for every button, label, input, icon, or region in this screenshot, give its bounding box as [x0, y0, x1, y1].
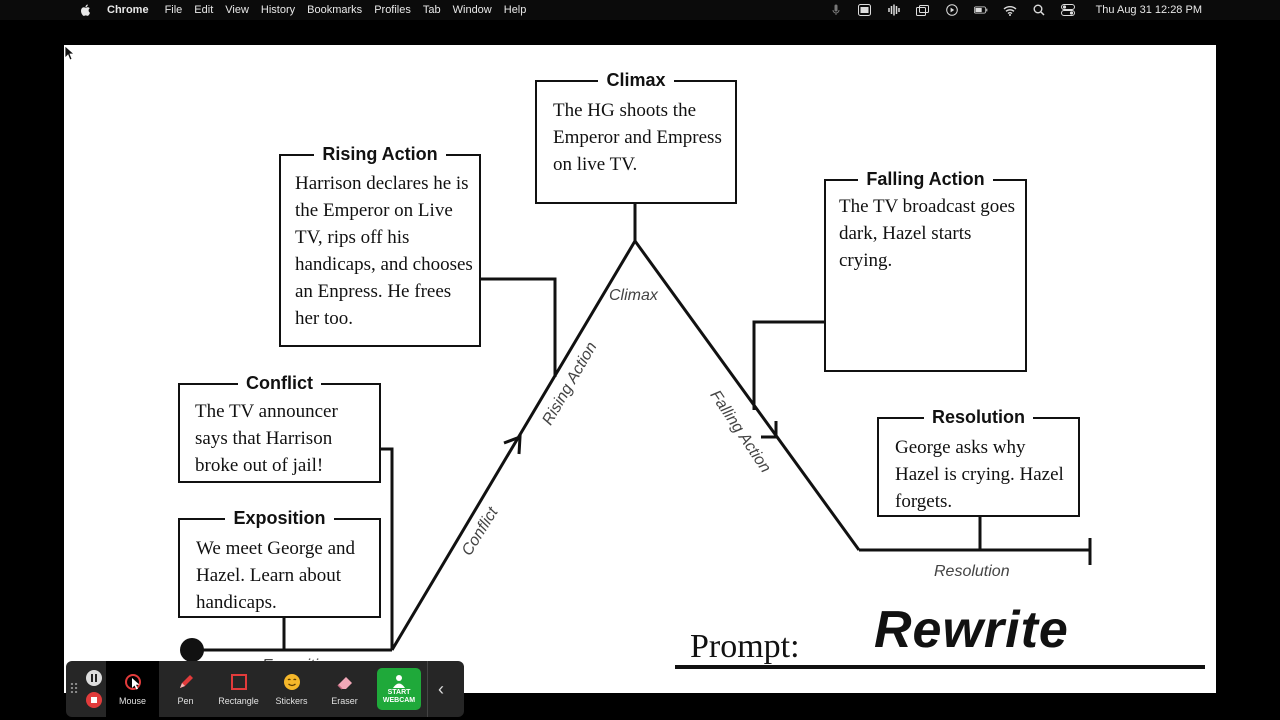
- browser-icon[interactable]: [858, 4, 872, 16]
- eraser-tool[interactable]: Eraser: [318, 661, 371, 717]
- webcam-label-start: START: [387, 689, 411, 696]
- resolution-text: George asks why Hazel is crying. Hazel f…: [895, 437, 1064, 512]
- pause-icon: [91, 674, 97, 682]
- stickers-tool-label: Stickers: [275, 696, 308, 706]
- mouse-tool[interactable]: Mouse: [106, 661, 159, 717]
- prompt-underline: [675, 665, 1205, 669]
- exposition-text: We meet George and Hazel. Learn about ha…: [196, 538, 356, 613]
- stickers-tool[interactable]: Stickers: [265, 661, 318, 717]
- mouse-tool-label: Mouse: [118, 696, 146, 706]
- play-icon[interactable]: [945, 4, 959, 16]
- conflict-box: Conflict The TV announcer says that Harr…: [178, 373, 381, 483]
- mic-icon[interactable]: [829, 4, 843, 16]
- pen-tool-label: Pen: [177, 696, 194, 706]
- resolution-box: Resolution George asks why Hazel is cryi…: [877, 407, 1080, 517]
- mouse-pointer-icon: [124, 674, 141, 690]
- drag-handle-icon[interactable]: ⠿: [68, 680, 80, 697]
- menu-bar: Chrome File Edit View History Bookmarks …: [0, 0, 1280, 20]
- screen-icon[interactable]: [916, 4, 930, 16]
- climax-box: Climax The HG shoots the Emperor and Emp…: [535, 70, 737, 204]
- start-webcam-button[interactable]: START WEBCAM: [377, 668, 421, 710]
- menu-help[interactable]: Help: [503, 4, 527, 16]
- resolution-line-label: Resolution: [934, 563, 1010, 580]
- menu-view[interactable]: View: [225, 4, 249, 16]
- annotation-toolbar: ⠿ Mouse Pen Rectangle Stickers: [66, 661, 464, 717]
- webcam-person-icon: [393, 675, 405, 688]
- stop-button[interactable]: [86, 692, 102, 708]
- falling-arrow: [761, 421, 778, 439]
- prompt-label: Prompt:: [690, 628, 800, 665]
- mouse-cursor-icon: [64, 45, 74, 61]
- eraser-tool-label: Eraser: [331, 696, 358, 706]
- status-area: Thu Aug 31 12:28 PM: [829, 0, 1280, 20]
- climax-title: Climax: [598, 70, 674, 90]
- eraser-icon: [336, 677, 352, 690]
- climax-text: The HG shoots the Emperor and Empress on…: [553, 100, 722, 175]
- resolution-title: Resolution: [924, 407, 1033, 427]
- exposition-box: Exposition We meet George and Hazel. Lea…: [178, 508, 381, 618]
- falling-action-text: The TV broadcast goes dark, Hazel starts…: [839, 196, 1016, 271]
- plot-diagram-lines: [180, 203, 1092, 662]
- menu-file[interactable]: File: [164, 4, 183, 16]
- menubar-clock[interactable]: Thu Aug 31 12:28 PM: [1095, 4, 1202, 16]
- control-center-icon[interactable]: [1060, 4, 1075, 16]
- start-dot: [180, 638, 204, 662]
- plot-diagram-slide: Climax Rising Action Falling Action Conf…: [64, 45, 1216, 693]
- prompt-value: Rewrite: [874, 601, 1069, 659]
- sticker-icon: [283, 674, 300, 690]
- battery-icon[interactable]: [973, 4, 988, 16]
- menu-profiles[interactable]: Profiles: [374, 4, 411, 16]
- falling-action-title: Falling Action: [858, 169, 993, 189]
- rising-arrow: [503, 434, 522, 455]
- rising-action-title: Rising Action: [314, 144, 446, 164]
- climax-line-label: Climax: [609, 287, 658, 304]
- menu-window[interactable]: Window: [452, 4, 492, 16]
- menu-bookmarks[interactable]: Bookmarks: [307, 4, 363, 16]
- pen-icon: [179, 675, 193, 688]
- collapse-chevron-icon[interactable]: ‹: [427, 661, 454, 717]
- menu-tab[interactable]: Tab: [422, 4, 441, 16]
- rising-action-box: Rising Action Harrison declares he is th…: [279, 144, 481, 347]
- rectangle-tool-label: Rectangle: [218, 696, 259, 706]
- falling-line: [633, 240, 861, 551]
- pause-button[interactable]: [86, 670, 102, 686]
- falling-action-box: Falling Action The TV broadcast goes dar…: [824, 169, 1027, 372]
- wifi-icon[interactable]: [1003, 4, 1017, 16]
- rising-action-text: Harrison declares he is the Emperor on L…: [295, 173, 473, 329]
- stop-icon: [91, 697, 97, 703]
- webcam-label-webcam: WEBCAM: [382, 697, 416, 704]
- menu-history[interactable]: History: [260, 4, 296, 16]
- conflict-text: The TV announcer says that Harrison brok…: [195, 401, 338, 476]
- pen-tool[interactable]: Pen: [159, 661, 212, 717]
- rectangle-tool[interactable]: Rectangle: [212, 661, 265, 717]
- rising-line: [390, 240, 637, 651]
- exposition-title: Exposition: [225, 508, 334, 528]
- menu-edit[interactable]: Edit: [194, 4, 214, 16]
- menu-app-name[interactable]: Chrome: [107, 4, 149, 16]
- search-icon[interactable]: [1032, 4, 1046, 16]
- rectangle-icon: [230, 674, 247, 690]
- apple-icon[interactable]: [79, 3, 93, 17]
- audio-icon[interactable]: [887, 4, 901, 16]
- conflict-title: Conflict: [238, 373, 321, 393]
